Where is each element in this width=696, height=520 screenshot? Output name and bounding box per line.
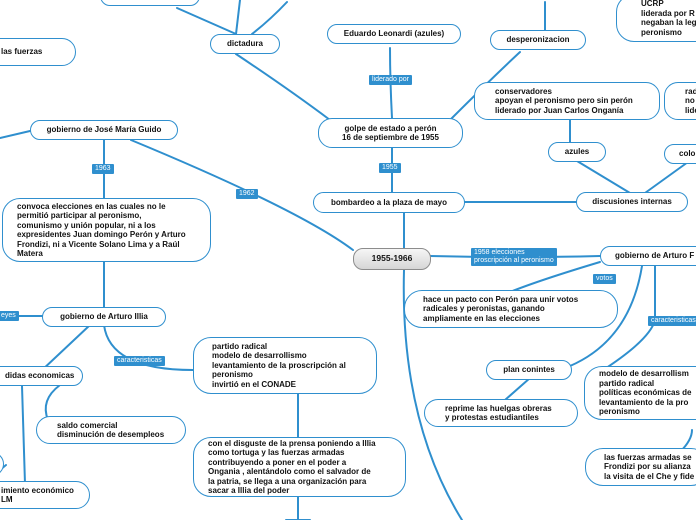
conservadores-node[interactable]: conservadores apoyan el peronismo pero s… (474, 82, 660, 120)
frondizi-node[interactable]: gobierno de Arturo F (600, 246, 696, 266)
fuerzas-frondizi-node[interactable]: las fuerzas armadas se Frondizi por su a… (585, 448, 696, 486)
fuerzas-top-node[interactable]: las fuerzas (0, 38, 76, 66)
dictadura-node[interactable]: dictadura (210, 34, 280, 54)
desperonizacion-node[interactable]: desperonizacion (490, 30, 586, 50)
elecciones-1958-label: 1958 elecciones proscripción al peronism… (471, 248, 557, 266)
crecimiento-node[interactable]: imiento económico LM (0, 481, 90, 509)
year-1963-label: 1963 (92, 164, 114, 174)
plan-conintes-node[interactable]: plan conintes (486, 360, 572, 380)
caracteristicas-frondizi-label: caracteristicas (648, 316, 696, 326)
root-node[interactable]: 1955-1966 (353, 248, 431, 270)
ucrp-node[interactable]: UCRP liderada por R negaban la leg peron… (616, 0, 696, 42)
guido-node[interactable]: gobierno de José María Guido (30, 120, 178, 140)
rad-partial-node[interactable]: rad no lide (664, 82, 696, 120)
azules-node[interactable]: azules (548, 142, 606, 162)
votos-label: votos (593, 274, 616, 284)
partido-radical-node[interactable]: partido radical modelo de desarrollismo … (193, 337, 377, 394)
partial-top-node[interactable] (100, 0, 200, 6)
leonardi-node[interactable]: Eduardo Leonardi (azules) (327, 24, 461, 44)
convoca-node[interactable]: convoca elecciones en las cuales no le p… (2, 198, 211, 262)
caracteristicas-illia-label: caracteristicas (114, 356, 165, 366)
discusiones-node[interactable]: discusiones internas (576, 192, 688, 212)
colo-node[interactable]: colo (664, 144, 696, 164)
pacto-node[interactable]: hace un pacto con Perón para unir votos … (404, 290, 618, 328)
year-1955-label: 1955 (379, 163, 401, 173)
illia-node[interactable]: gobierno de Arturo Illia (42, 307, 166, 327)
disgusto-node[interactable]: con el disguste de la prensa poniendo a … (193, 437, 406, 497)
bombardeo-node[interactable]: bombardeo a la plaza de mayo (313, 192, 465, 213)
reprime-node[interactable]: reprime las huelgas obreras y protestas … (424, 399, 578, 427)
golpe-node[interactable]: golpe de estado a perón 16 de septiembre… (318, 118, 463, 148)
leyes-label: eyes (0, 311, 19, 321)
liderado-por-label: liderado por (369, 75, 412, 85)
medidas-node[interactable]: didas economicas (0, 366, 83, 386)
year-1962-label: 1962 (236, 189, 258, 199)
modelo-frondizi-node[interactable]: modelo de desarrollism partido radical p… (584, 366, 696, 420)
saldo-node[interactable]: saldo comercial disminución de desempleo… (36, 416, 186, 444)
